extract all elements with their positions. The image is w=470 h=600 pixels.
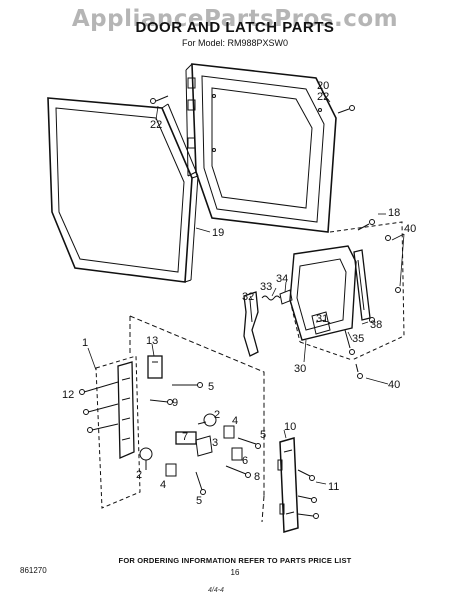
- latch-lever-part-32: [243, 291, 259, 357]
- callout-22-right: 22: [317, 91, 329, 103]
- callout-1: 1: [82, 337, 88, 349]
- callout-31: 31: [316, 313, 328, 325]
- callout-10: 10: [284, 421, 296, 433]
- screw-part-5-right: [237, 437, 261, 449]
- callout-40-lower: 40: [388, 379, 400, 391]
- callout-40-upper: 40: [404, 223, 416, 235]
- screw-part-12: [79, 381, 119, 433]
- latch-housing-part-10: [277, 437, 299, 533]
- callout-7: 7: [182, 431, 188, 443]
- diagram-title: DOOR AND LATCH PARTS: [135, 19, 335, 36]
- screw-part-40-upper: [385, 235, 401, 293]
- callout-leaders: [87, 91, 405, 485]
- callout-22-left: 22: [150, 119, 162, 131]
- callout-6: 6: [242, 455, 248, 467]
- latch-bar-part-38: [353, 249, 375, 323]
- screw-part-22-left: [150, 95, 169, 104]
- callout-30: 30: [294, 363, 306, 375]
- screw-part-18: [357, 219, 375, 231]
- model-line: For Model: RM988PXSW0: [181, 38, 289, 48]
- callout-2-lower: 2: [136, 469, 142, 481]
- switch-group-outline: [129, 315, 265, 523]
- interlock-bracket-part-1: [95, 355, 141, 509]
- callout-33: 33: [260, 281, 272, 293]
- switch-part-2-upper: [197, 413, 217, 427]
- callout-12: 12: [62, 389, 74, 401]
- callout-4-upper: 4: [232, 415, 238, 427]
- switch-part-2-lower: [139, 447, 153, 470]
- callout-35: 35: [352, 333, 364, 345]
- callout-20: 20: [317, 80, 329, 92]
- switch-part-4-lower: [165, 463, 177, 477]
- door-frame-part-20: [185, 63, 337, 233]
- callout-2-upper: 2: [214, 409, 220, 421]
- switch-part-6: [231, 447, 243, 461]
- callout-5-right: 5: [260, 429, 266, 441]
- switch-part-4-upper: [223, 425, 235, 439]
- callout-4-lower: 4: [160, 479, 166, 491]
- switch-part-13: [147, 355, 163, 379]
- door-panel-part-19: [47, 97, 199, 283]
- watermark: AppliancePartsPros.com: [71, 6, 399, 32]
- clip-part-34: [279, 289, 293, 305]
- callout-13: 13: [146, 335, 158, 347]
- screw-part-5-top: [172, 382, 203, 388]
- callout-11: 11: [328, 481, 339, 493]
- callout-32: 32: [242, 291, 254, 303]
- screw-part-11: [297, 469, 319, 519]
- screw-part-5-bottom: [195, 471, 206, 495]
- callout-8: 8: [254, 471, 260, 483]
- callout-19: 19: [212, 227, 224, 239]
- page-number: 16: [230, 568, 240, 577]
- screw-part-22-right: [337, 105, 355, 114]
- callout-34: 34: [276, 273, 288, 285]
- screw-part-9: [149, 399, 173, 405]
- callout-5-top: 5: [208, 381, 214, 393]
- switch-part-7: [175, 431, 197, 445]
- latch-group-outline: [289, 221, 405, 361]
- pin-part-35: [344, 329, 355, 355]
- callout-3: 3: [212, 437, 218, 449]
- signature-mark: 4/4-4: [208, 587, 224, 594]
- ordering-note: FOR ORDERING INFORMATION REFER TO PARTS …: [118, 556, 352, 565]
- latch-mounting-plate-part-30: [289, 245, 357, 341]
- document-number: 861270: [20, 566, 47, 575]
- actuator-part-31: [311, 311, 331, 335]
- spring-part-33: [261, 295, 281, 301]
- callout-18: 18: [388, 207, 400, 219]
- screw-part-40-lower: [355, 363, 363, 379]
- lever-part-3: [195, 435, 213, 457]
- screw-part-8: [225, 465, 251, 478]
- callout-9: 9: [172, 397, 178, 409]
- callout-5-bottom: 5: [196, 495, 202, 507]
- callout-38: 38: [370, 319, 382, 331]
